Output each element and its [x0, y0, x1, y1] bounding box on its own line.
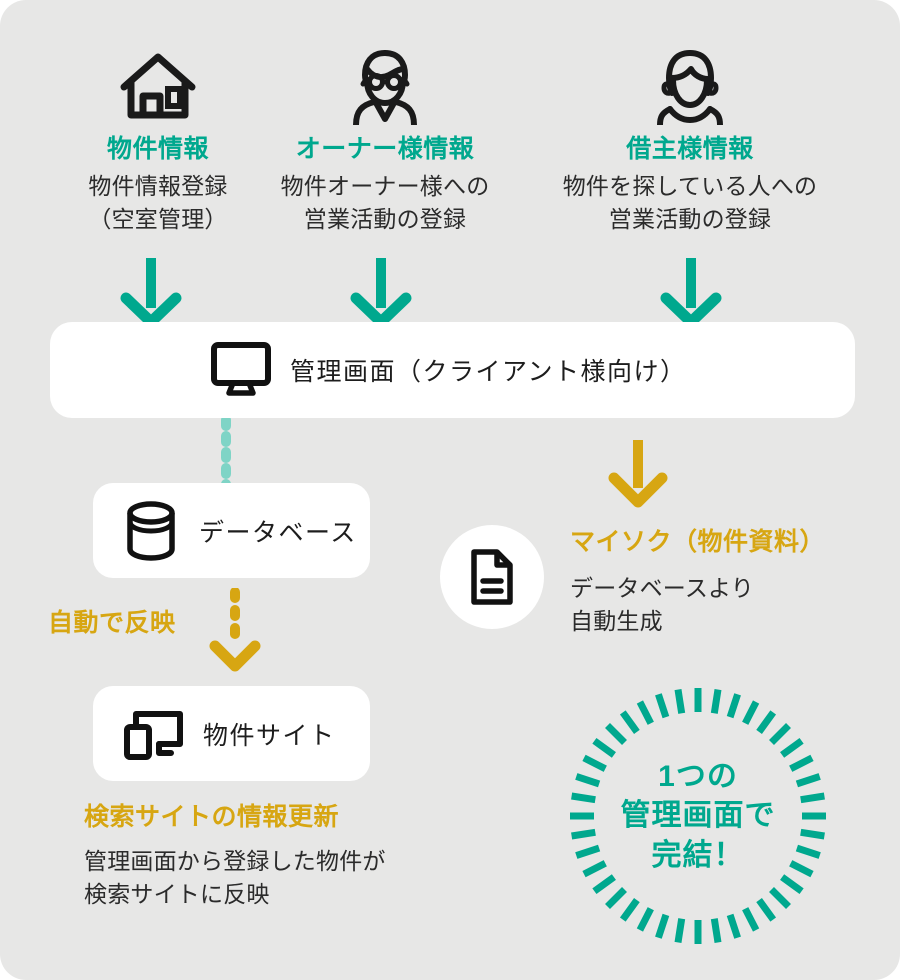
tenant-person-icon	[530, 46, 850, 126]
monitor-icon	[210, 342, 272, 398]
source-desc-line2: 営業活動の登録	[303, 206, 467, 233]
arrow-dotted-auto-reflect	[205, 587, 265, 683]
highlight-badge: 1つの 管理画面で 完結！	[558, 676, 838, 956]
database-icon	[125, 500, 177, 562]
property-site-label: 物件サイト	[203, 721, 336, 750]
property-site-note-desc: 管理画面から登録した物件が 検索サイトに反映	[84, 845, 386, 912]
owner-person-icon	[250, 46, 520, 126]
source-column-tenant: 借主様情報 物件を探している人への 営業活動の登録	[530, 46, 850, 237]
devices-icon	[123, 706, 185, 762]
mysoku-desc: データベースより 自動生成	[570, 572, 754, 639]
property-site-card[interactable]: 物件サイト	[93, 686, 370, 781]
source-column-owner: オーナー様情報 物件オーナー様への 営業活動の登録	[250, 46, 520, 237]
property-site-note-line2: 検索サイトに反映	[84, 881, 270, 908]
badge-line1: 1つの	[658, 759, 738, 793]
admin-screen-card[interactable]: 管理画面（クライアント様向け）	[50, 322, 855, 418]
badge-text: 1つの 管理画面で 完結！	[558, 676, 838, 956]
source-title: 借主様情報	[626, 135, 754, 163]
badge-line3: 完結！	[651, 838, 745, 872]
arrow-down-mysoku	[605, 440, 671, 517]
source-title: 物件情報	[106, 135, 209, 163]
dotted-line-admin-to-database	[216, 415, 236, 493]
mysoku-desc-line2: 自動生成	[570, 608, 663, 635]
source-desc: 物件を探している人への 営業活動の登録	[530, 170, 850, 237]
source-desc-line1: 物件を探している人への	[562, 173, 818, 199]
source-desc: 物件情報登録 （空室管理）	[28, 170, 288, 237]
source-desc: 物件オーナー様への 営業活動の登録	[250, 170, 520, 237]
mysoku-icon-circle	[440, 525, 544, 629]
badge-line2: 管理画面で	[620, 799, 776, 833]
house-icon	[28, 46, 288, 126]
source-desc-line2: （空室管理）	[88, 206, 228, 233]
starburst-icon	[570, 688, 826, 944]
mysoku-title: マイソク（物件資料）	[570, 528, 826, 556]
source-desc-line1: 物件オーナー様への	[280, 173, 490, 199]
admin-screen-label: 管理画面（クライアント様向け）	[290, 358, 687, 386]
auto-reflect-label: 自動で反映	[48, 609, 176, 637]
source-desc-line1: 物件情報登録	[88, 173, 228, 199]
database-label: データベース	[199, 518, 357, 547]
mysoku-desc-line1: データベースより	[570, 575, 754, 601]
source-desc-line2: 営業活動の登録	[608, 206, 772, 233]
database-card[interactable]: データベース	[93, 483, 370, 578]
source-title: オーナー様情報	[295, 135, 475, 163]
property-site-note-line1: 管理画面から登録した物件が	[84, 848, 386, 874]
document-icon	[469, 548, 515, 606]
source-column-property: 物件情報 物件情報登録 （空室管理）	[28, 46, 288, 237]
property-site-note-title: 検索サイトの情報更新	[84, 803, 340, 831]
